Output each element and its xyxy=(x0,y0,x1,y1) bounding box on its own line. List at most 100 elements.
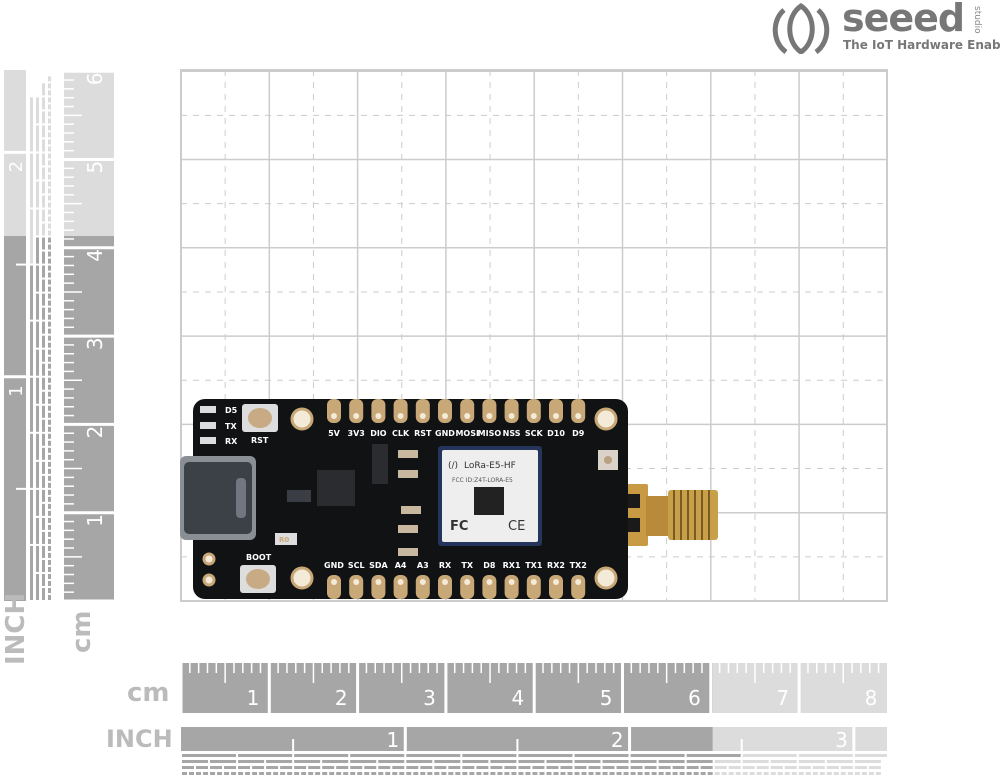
top-pin-label: D10 xyxy=(547,429,565,438)
bottom-pin[interactable]: GND xyxy=(324,561,344,599)
bottom-pin-label: SDA xyxy=(369,561,388,570)
bottom-pin[interactable]: SDA xyxy=(369,561,389,599)
top-pin-label: DIO xyxy=(370,429,387,438)
bottom-pin[interactable]: A3 xyxy=(415,561,430,599)
seeed-logo: seeed studio The IoT Hardware Enabler xyxy=(768,0,1000,54)
datamatrix-code xyxy=(474,487,504,515)
bottom-pin[interactable]: SCL xyxy=(348,561,365,599)
vertical-cm-label: cm xyxy=(67,610,97,653)
bottom-pin-header: GND SCL SDA A4 A3 RX TX D8 RX1 TX1 RX2 TX2 xyxy=(324,561,587,599)
rst-label: RST xyxy=(251,436,269,445)
bottom-pin-label: GND xyxy=(324,561,344,570)
vertical-cm-tick-label: 3 xyxy=(83,337,107,350)
inch-tick-label: 1 xyxy=(387,728,400,752)
horizontal-inch-label: INCH xyxy=(106,725,173,753)
vertical-inch-tick-label: 1 xyxy=(6,385,27,396)
top-pin[interactable]: MOSI xyxy=(455,399,479,438)
lora-e5-board: D5 TX RX RST BOOT R0 xyxy=(180,399,718,599)
top-pin-label: MOSI xyxy=(455,429,479,438)
bottom-pin[interactable]: TX1 xyxy=(525,561,543,599)
r0-label: R0 xyxy=(279,536,289,544)
bottom-pin[interactable]: RX xyxy=(438,561,452,599)
top-pin[interactable]: CLK xyxy=(392,399,410,438)
top-pin-label: SCK xyxy=(525,429,544,438)
top-pin[interactable]: NSS xyxy=(503,399,521,438)
cm-tick-label: 8 xyxy=(865,686,878,710)
top-pin[interactable]: GND xyxy=(435,399,455,438)
led-label-tx: TX xyxy=(225,422,237,431)
inch-tick-label: 2 xyxy=(611,728,624,752)
top-pin-label: CLK xyxy=(392,429,410,438)
vertical-cm-tick-label: 6 xyxy=(83,72,107,85)
top-pin-label: NSS xyxy=(503,429,521,438)
bottom-pin-label: RX xyxy=(439,561,452,570)
vertical-inch-label: INCH xyxy=(1,592,31,665)
horizontal-inch-ruler: 1 2 3 xyxy=(181,727,887,775)
vertical-cm-tick-label: 4 xyxy=(83,249,107,262)
brand-sub: studio xyxy=(972,6,982,34)
top-pin-label: GND xyxy=(435,429,455,438)
module-name: LoRa-E5-HF xyxy=(464,461,516,471)
svg-text:(/): (/) xyxy=(448,461,458,471)
cm-tick-label: 6 xyxy=(688,686,701,710)
bottom-pin-label: TX2 xyxy=(570,561,587,570)
bottom-pin-label: TX xyxy=(461,561,473,570)
vertical-inch-ruler: 12 xyxy=(4,70,51,602)
cm-tick-label: 7 xyxy=(776,686,789,710)
boot-label: BOOT xyxy=(246,553,272,562)
top-pin-label: D9 xyxy=(572,429,585,438)
boot-button[interactable]: BOOT xyxy=(240,553,276,593)
status-leds: D5 TX RX xyxy=(200,406,238,446)
cm-tick-label: 3 xyxy=(423,686,436,710)
top-pin[interactable]: 5V xyxy=(327,399,341,438)
mcu-chip xyxy=(317,470,355,506)
bottom-pin-label: RX2 xyxy=(547,561,565,570)
top-pin[interactable]: D10 xyxy=(547,399,565,438)
horizontal-cm-label: cm xyxy=(127,678,170,708)
top-pin[interactable]: 3V3 xyxy=(348,399,365,438)
cm-tick-label: 5 xyxy=(600,686,613,710)
bottom-pin[interactable]: TX xyxy=(460,561,475,599)
led-label-d5: D5 xyxy=(225,406,238,415)
bottom-pin[interactable]: D8 xyxy=(482,561,497,599)
cm-tick-label: 4 xyxy=(511,686,524,710)
bottom-pin-label: A4 xyxy=(395,561,407,570)
top-pin[interactable]: RST xyxy=(414,399,432,438)
bottom-pin-label: SCL xyxy=(348,561,365,570)
top-pin-label: MISO xyxy=(478,429,502,438)
brand-name: seeed xyxy=(842,0,965,40)
side-pads xyxy=(202,552,216,587)
top-pin[interactable]: SCK xyxy=(525,399,544,438)
rst-button[interactable]: RST xyxy=(242,404,278,445)
bottom-pin-label: TX1 xyxy=(525,561,543,570)
usb-c-port[interactable] xyxy=(180,456,256,540)
top-pin[interactable]: D9 xyxy=(571,399,586,438)
ce-mark: CE xyxy=(508,519,525,534)
led-label-rx: RX xyxy=(225,437,238,446)
bottom-pin-label: A3 xyxy=(417,561,429,570)
bottom-pin[interactable]: TX2 xyxy=(570,561,587,599)
vertical-cm-tick-label: 2 xyxy=(83,426,107,439)
vertical-cm-tick-label: 5 xyxy=(83,161,107,174)
lora-e5-module: LoRa-E5-HF FCC ID:Z4T-LORA-E5 FC CE (/) xyxy=(438,446,542,546)
top-pin[interactable]: DIO xyxy=(370,399,387,438)
vertical-inch-tick-label: 2 xyxy=(6,161,27,172)
bottom-pin[interactable]: RX2 xyxy=(547,561,565,599)
bottom-pin[interactable]: RX1 xyxy=(503,561,521,599)
bottom-pin-label: D8 xyxy=(483,561,496,570)
bottom-pin[interactable]: A4 xyxy=(393,561,408,599)
mount-holes xyxy=(290,407,618,590)
seeed-petal-icon xyxy=(772,2,830,54)
inch-tick-label: 3 xyxy=(835,728,848,752)
top-pin-label: RST xyxy=(414,429,432,438)
top-pin-label: 3V3 xyxy=(348,429,365,438)
brand-tagline: The IoT Hardware Enabler xyxy=(843,38,1000,52)
bottom-pin-label: RX1 xyxy=(503,561,521,570)
top-pin[interactable]: MISO xyxy=(478,399,502,438)
module-fcc-id: FCC ID:Z4T-LORA-E5 xyxy=(452,477,513,484)
cm-tick-label: 1 xyxy=(247,686,260,710)
